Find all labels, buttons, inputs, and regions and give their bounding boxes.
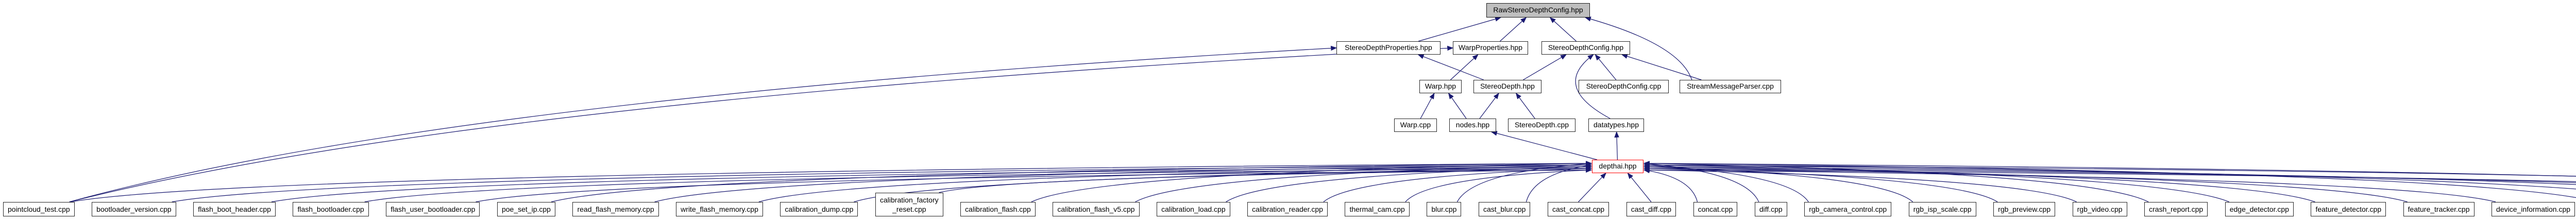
- graph-node-sdh[interactable]: StereoDepth.hpp: [1473, 80, 1541, 93]
- graph-node-sdch[interactable]: StereoDepthConfig.hpp: [1541, 41, 1630, 55]
- graph-edge: [654, 162, 1592, 203]
- graph-edge: [1627, 173, 1652, 203]
- graph-edge: [1643, 165, 2576, 183]
- graph-node[interactable]: poe_set_ip.cpp: [497, 201, 555, 216]
- graph-edge: [1515, 93, 1535, 119]
- graph-node[interactable]: blur.cpp: [1427, 201, 1462, 216]
- graph-node[interactable]: feature_detector.cpp: [2311, 201, 2386, 216]
- graph-node[interactable]: device_information.cpp: [2492, 201, 2575, 216]
- graph-edge: [1490, 131, 1598, 160]
- graph-node[interactable]: rgb_preview.cpp: [1993, 201, 2056, 216]
- graph-node[interactable]: cast_concat.cpp: [1547, 201, 1609, 216]
- graph-edge: [758, 164, 1592, 203]
- graph-node[interactable]: cast_diff.cpp: [1626, 201, 1676, 216]
- graph-edge: [1456, 161, 1592, 203]
- graph-node-wp[interactable]: WarpProperties.hpp: [1453, 41, 1528, 55]
- graph-edge: [1226, 164, 1592, 203]
- graph-node[interactable]: feature_tracker.cpp: [2403, 201, 2475, 216]
- bottom-row: pointcloud_test.cpp bootloader_version.cp…: [3, 192, 2576, 216]
- graph-node[interactable]: calibration_reader.cpp: [1247, 201, 1328, 216]
- graph-edge: [1643, 167, 2496, 203]
- graph-node[interactable]: rgb_isp_scale.cpp: [1908, 201, 1976, 216]
- graph-edge: [1643, 161, 1759, 203]
- graph-edge: [1621, 54, 1702, 80]
- graph-edge: [1135, 162, 1592, 203]
- graph-node[interactable]: cast_blur.cpp: [1478, 201, 1531, 216]
- graph-edge: [1450, 54, 1479, 80]
- graph-edge: [1031, 161, 1592, 203]
- graph-node[interactable]: edge_detector.cpp: [2225, 201, 2294, 216]
- graph-edge: [1575, 54, 1611, 119]
- graph-edge: [1417, 54, 1484, 80]
- graph-edge: [1643, 161, 2576, 177]
- graph-node-sdcc[interactable]: StereoDepthConfig.cpp: [1579, 80, 1669, 93]
- graph-node[interactable]: bootloader_version.cpp: [92, 201, 176, 216]
- graph-node[interactable]: rgb_video.cpp: [2072, 201, 2127, 216]
- graph-edge: [1549, 17, 1577, 42]
- graph-node-raw[interactable]: RawStereoDepthConfig.hpp: [1486, 3, 1590, 18]
- graph-node[interactable]: calibration_factory _reset.cpp: [875, 192, 943, 216]
- graph-node-sdp[interactable]: StereoDepthProperties.hpp: [1336, 41, 1440, 55]
- graph-edge: [1643, 167, 2077, 203]
- graph-node[interactable]: flash_user_bootloader.cpp: [386, 201, 480, 216]
- graph-node[interactable]: calibration_dump.cpp: [780, 201, 858, 216]
- graph-edge: [1420, 92, 1435, 119]
- graph-edge: [1643, 162, 2576, 177]
- graph-edge: [1523, 54, 1567, 80]
- graph-node[interactable]: write_flash_memory.cpp: [676, 201, 763, 216]
- graph-node[interactable]: calibration_flash.cpp: [960, 201, 1036, 216]
- graph-node[interactable]: concat.cpp: [1693, 201, 1738, 216]
- graph-node-nodesh[interactable]: nodes.hpp: [1449, 119, 1496, 132]
- graph-node-warph[interactable]: Warp.hpp: [1419, 80, 1462, 93]
- graph-edge: [1405, 167, 1592, 203]
- graph-edge: [1418, 16, 1502, 42]
- graph-edge: [1643, 168, 1698, 202]
- graph-edge: [1643, 162, 2576, 190]
- graph-edge: [1448, 93, 1467, 119]
- graph-node[interactable]: read_flash_memory.cpp: [572, 201, 659, 216]
- graph-edge: [1584, 16, 1692, 80]
- graph-edge: [70, 161, 1592, 203]
- graph-edge: [1500, 17, 1527, 42]
- graph-node[interactable]: calibration_flash_v5.cpp: [1053, 201, 1140, 216]
- graph-node[interactable]: pointcloud_test.cpp: [3, 201, 75, 216]
- graph-node-depthai[interactable]: depthai.hpp: [1592, 160, 1643, 173]
- graph-node[interactable]: rgb_camera_control.cpp: [1804, 201, 1892, 216]
- graph-edge: [364, 165, 1592, 203]
- graph-edge: [1643, 164, 2576, 185]
- graph-edge: [1595, 54, 1617, 80]
- graph-edge: [1578, 173, 1606, 203]
- graph-node-dth[interactable]: datatypes.hpp: [1588, 119, 1644, 132]
- graph-node[interactable]: flash_boot_header.cpp: [193, 201, 276, 216]
- graph-node[interactable]: calibration_load.cpp: [1157, 201, 1230, 216]
- graph-node-warpc[interactable]: Warp.cpp: [1394, 119, 1437, 132]
- graph-node-sdcpp[interactable]: StereoDepth.cpp: [1508, 119, 1575, 132]
- graph-edge: [1614, 131, 1619, 160]
- graph-node[interactable]: crash_report.cpp: [2144, 201, 2208, 216]
- graph-edge: [1526, 163, 1592, 202]
- graph-edge: [1479, 93, 1499, 119]
- graph-node[interactable]: thermal_cam.cpp: [1345, 201, 1410, 216]
- graph-edge: [69, 45, 1454, 203]
- graph-node[interactable]: flash_bootloader.cpp: [293, 201, 369, 216]
- graph-node-smp[interactable]: StreamMessageParser.cpp: [1680, 80, 1781, 93]
- graph-edge: [939, 167, 1592, 193]
- graph-edge: [476, 167, 1592, 203]
- graph-node[interactable]: diff.cpp: [1754, 201, 1787, 216]
- graph-edge: [69, 45, 1337, 203]
- graph-edge: [1643, 163, 1809, 203]
- graph-edge: [1643, 167, 2576, 182]
- graph-edge: [551, 161, 1592, 203]
